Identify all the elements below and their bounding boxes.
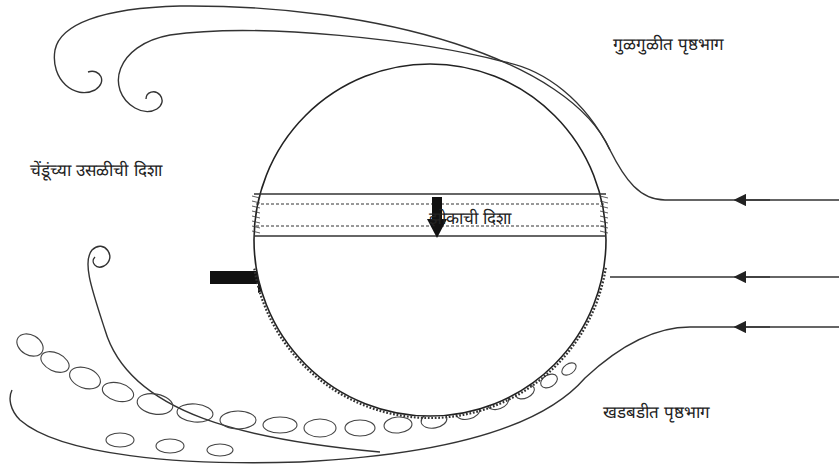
smooth-surface-label: गुळगुळीत पृष्ठभाग	[610, 32, 727, 57]
ball-circle: झोकाची दिशा	[252, 58, 608, 422]
bounce-direction-label: चेंडूंच्या उसळीची दिशा	[18, 158, 174, 183]
ball-outline	[252, 58, 608, 422]
flow-lines	[10, 6, 839, 463]
rough-surface-label: खडबडीत पृष्ठभाग	[600, 400, 713, 425]
swing-direction-label: झोकाची दिशा	[429, 206, 511, 229]
